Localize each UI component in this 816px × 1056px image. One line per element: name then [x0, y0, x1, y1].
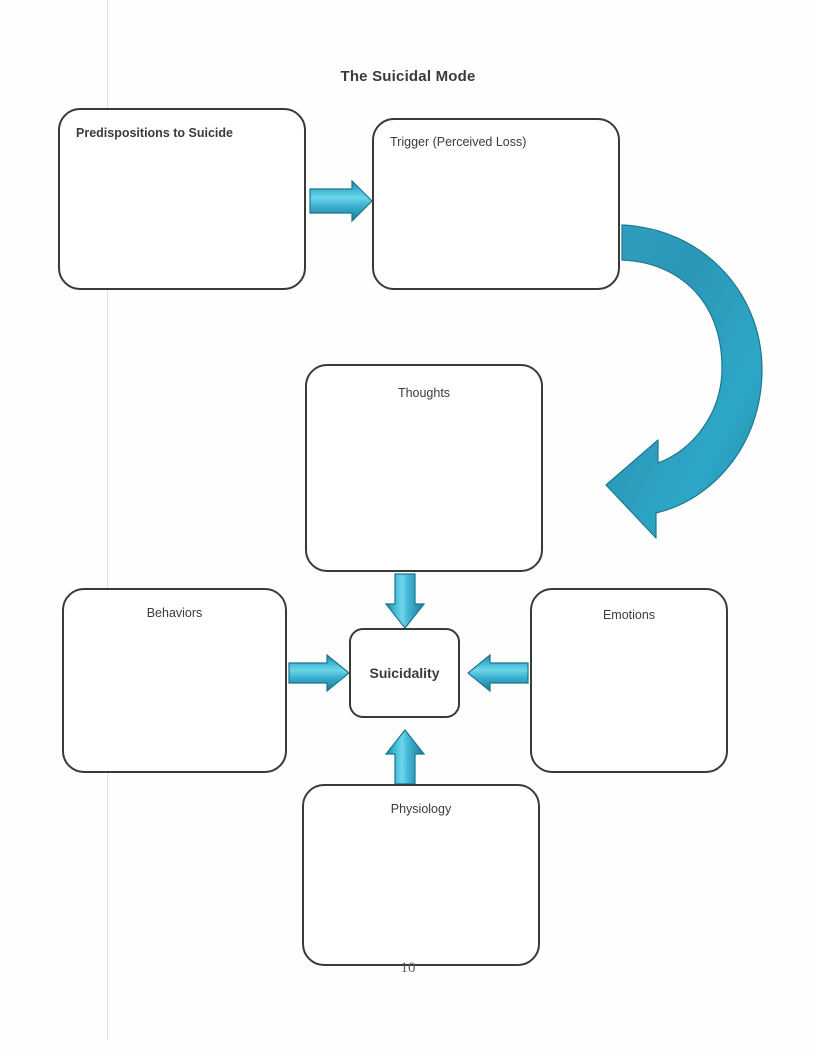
- arrow-physiology-to-suicidality: [384, 729, 426, 785]
- node-emotions: Emotions: [530, 588, 728, 773]
- node-suicidality: Suicidality: [349, 628, 460, 718]
- page-title: The Suicidal Mode: [340, 68, 476, 85]
- arrow-emotions-to-suicidality: [467, 653, 529, 693]
- node-trigger: Trigger (Perceived Loss): [372, 118, 620, 290]
- arrow-behaviors-to-suicidality: [288, 653, 350, 693]
- page-number: 10: [400, 960, 416, 976]
- node-thoughts: Thoughts: [305, 364, 543, 572]
- page-margin-rule: [107, 0, 108, 1040]
- node-physiology: Physiology: [302, 784, 540, 966]
- node-behaviors-label: Behaviors: [146, 606, 203, 620]
- node-suicidality-label: Suicidality: [369, 665, 440, 681]
- node-trigger-label: Trigger (Perceived Loss): [390, 135, 527, 149]
- node-emotions-label: Emotions: [602, 608, 656, 622]
- arrow-trigger-to-thoughts-curved: [605, 224, 763, 539]
- node-predispositions: Predispositions to Suicide: [58, 108, 306, 290]
- node-behaviors: Behaviors: [62, 588, 287, 773]
- node-predispositions-label: Predispositions to Suicide: [76, 126, 233, 140]
- node-thoughts-label: Thoughts: [397, 386, 451, 400]
- arrow-thoughts-to-suicidality: [384, 573, 426, 629]
- scan-edge: [0, 1050, 816, 1056]
- arrow-predispositions-to-trigger: [309, 179, 373, 223]
- node-physiology-label: Physiology: [390, 802, 452, 816]
